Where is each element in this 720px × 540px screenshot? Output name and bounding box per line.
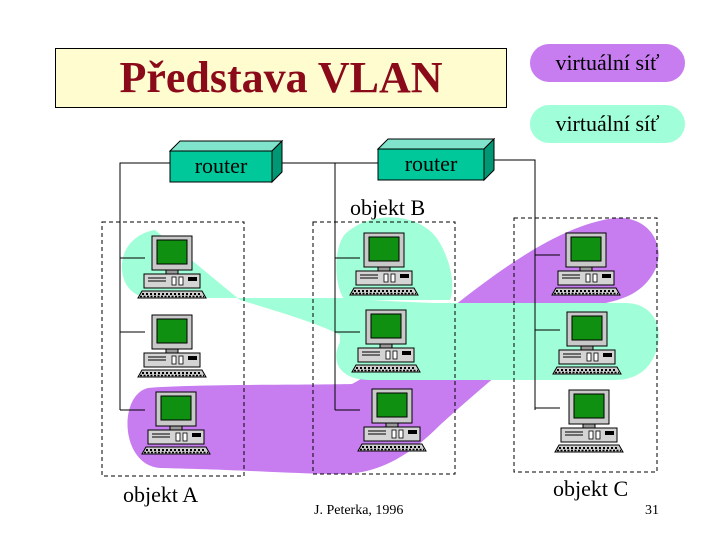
site-a-label: objekt A bbox=[123, 482, 199, 507]
router-right bbox=[376, 137, 496, 182]
site-b-label: objekt B bbox=[350, 195, 426, 220]
legend-vlan-green-label: virtuální síť bbox=[555, 111, 660, 136]
title-box: Představa VLAN bbox=[55, 48, 507, 108]
site-a-boundary bbox=[101, 221, 245, 477]
legend-vlan-purple: virtuální síť bbox=[530, 44, 685, 82]
page-title: Představa VLAN bbox=[119, 53, 443, 102]
footer-author: J. Peterka, 1996 bbox=[314, 503, 404, 518]
site-c-label: objekt C bbox=[553, 476, 629, 501]
computer-a2 bbox=[137, 314, 207, 378]
network-wiring bbox=[119, 159, 560, 411]
site-b-boundary bbox=[312, 221, 456, 475]
router-left-label: router bbox=[194, 153, 248, 178]
legend-vlan-purple-label: virtuální síť bbox=[555, 50, 660, 75]
router-left bbox=[168, 139, 284, 184]
site-c-boundary bbox=[513, 217, 658, 473]
computer-c3 bbox=[554, 389, 624, 453]
legend-vlan-green: virtuální síť bbox=[530, 105, 685, 143]
vlan-purple-area bbox=[127, 217, 659, 474]
router-right-label: router bbox=[404, 151, 458, 176]
page-number: 31 bbox=[645, 503, 659, 518]
